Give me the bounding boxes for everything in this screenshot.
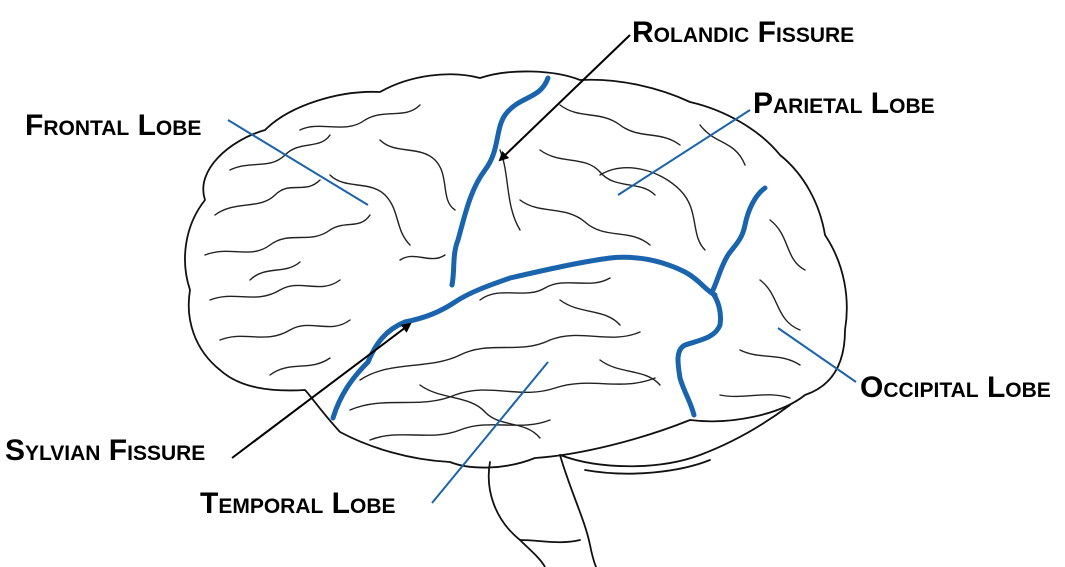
occipital-lobe-label: Occipital Lobe <box>860 371 1051 404</box>
labels: Rolandic Fissure Frontal Lobe Parietal L… <box>5 16 1051 520</box>
sylvian-fissure-label: Sylvian Fissure <box>5 434 205 467</box>
rolandic-fissure-line <box>452 78 548 285</box>
temporal-lobe-label: Temporal Lobe <box>200 487 396 520</box>
frontal-leader <box>228 120 368 205</box>
parietal-lobe-label: Parietal Lobe <box>753 87 935 120</box>
rolandic-fissure-label: Rolandic Fissure <box>632 16 854 49</box>
frontal-lobe-label: Frontal Lobe <box>25 109 201 142</box>
parietal-leader <box>618 110 750 195</box>
parieto-occipital-line <box>678 188 765 415</box>
sylvian-arrow <box>232 324 410 458</box>
rolandic-arrow <box>500 35 630 160</box>
temporal-leader <box>432 362 548 503</box>
